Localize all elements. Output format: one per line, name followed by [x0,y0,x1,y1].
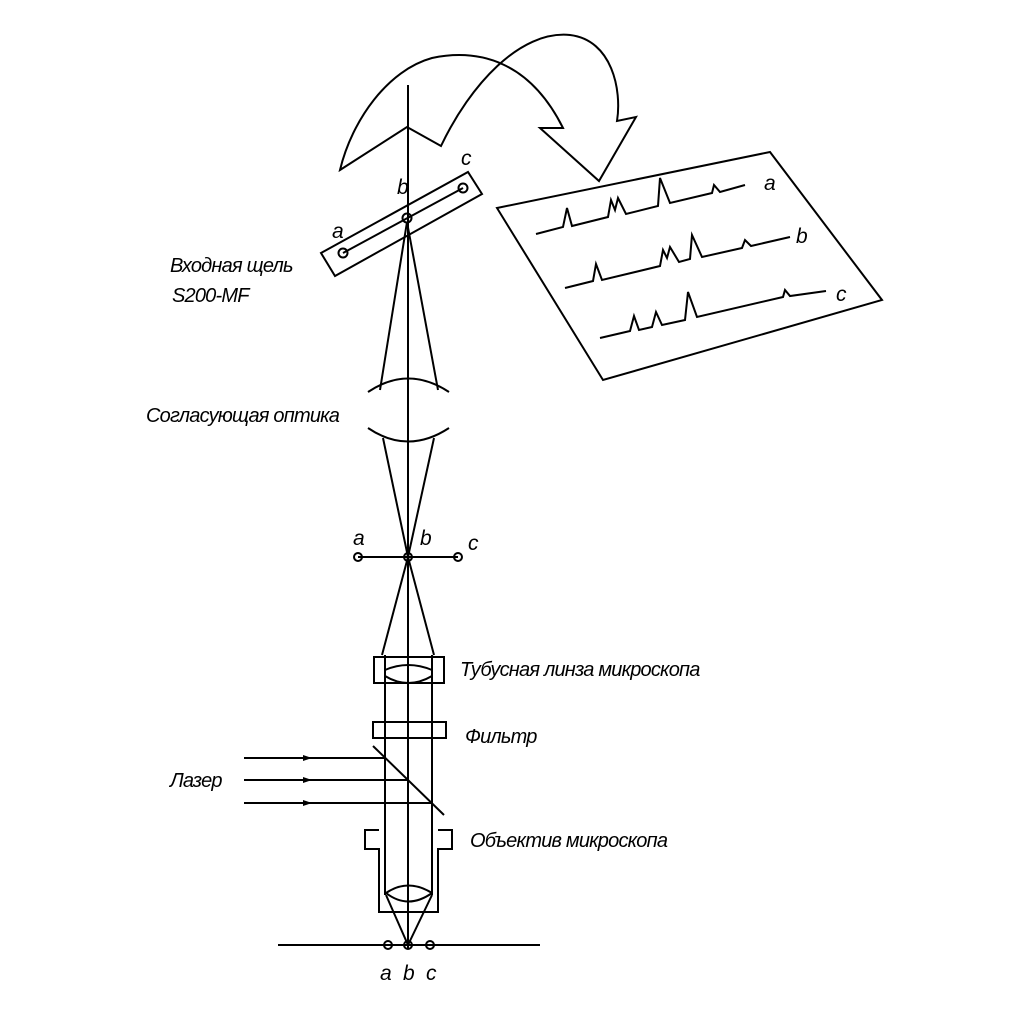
spectrum-c [599,287,827,339]
spectrum-label-c: c [836,283,847,306]
slit-model-label: S200-MF [172,285,251,307]
focal-point-b [403,552,413,562]
slit-point-c [457,182,469,194]
slit-label-b: b [397,176,409,199]
sample-label-b: b [403,962,415,985]
spectrum-label-b: b [796,225,808,248]
slit-point-a [337,247,349,259]
matching-optics-label: Согласующая оптика [146,405,340,427]
focal-point-a [353,552,363,562]
laser-beams [244,755,432,806]
entrance-slit-label: Входная щель [170,255,293,277]
curved-transfer-arrow [338,33,638,183]
filter-label: Фильтр [465,726,537,748]
entrance-slit [319,170,484,278]
matching-optics-lens [367,377,450,443]
sample-point-a [383,940,393,950]
sample-point-b [403,940,413,950]
slit-label-c: c [461,147,472,170]
laser-label: Лазер [168,770,222,792]
spectrum-label-a: a [764,172,776,195]
focal-label-c: c [468,532,479,555]
focal-point-c [453,552,463,562]
spectrum-a [535,177,746,235]
objective-lens [385,884,433,903]
objective-label: Объектив микроскопа [470,830,668,852]
filter [372,721,447,739]
beam-cone-upper [379,221,439,391]
spectrum-b [564,231,791,289]
tube-lens-label: Тубусная линза микроскопа [460,659,700,681]
tube-lens [384,664,433,684]
sample-label-c: c [426,962,437,985]
objective-housing-left [364,829,453,913]
sample-point-c [425,940,435,950]
focal-label-b: b [420,527,432,550]
focal-label-a: a [353,527,365,550]
spectra-panel [495,150,884,382]
slit-label-a: a [332,220,344,243]
sample-label-a: a [380,962,392,985]
